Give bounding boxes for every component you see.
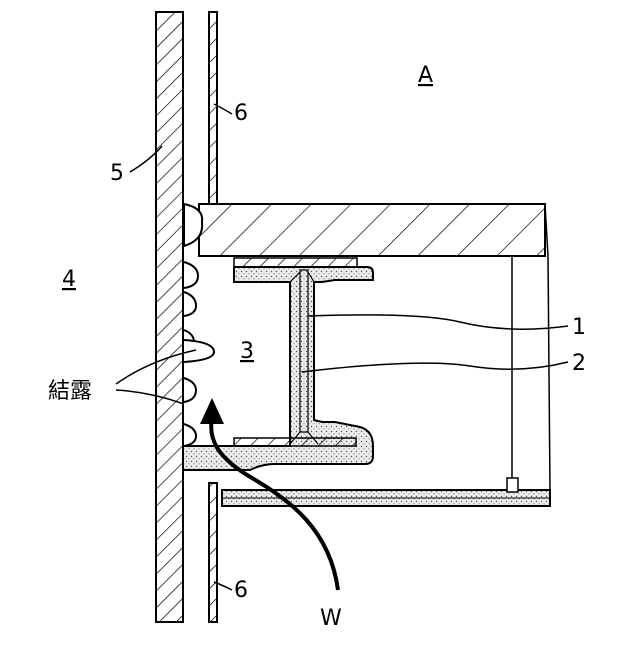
leader-1 — [308, 315, 568, 329]
outer-wall-5 — [156, 12, 183, 622]
floor-slab — [199, 204, 545, 256]
label-wall-5: 5 — [110, 161, 124, 186]
label-part-1: 1 — [572, 315, 586, 340]
beam-top-plate — [234, 258, 357, 267]
label-space-4: 4 — [62, 267, 76, 292]
label-panel-6-top: 6 — [234, 101, 248, 126]
inner-panel-6-lower — [209, 483, 217, 622]
label-space-a: A — [418, 63, 433, 88]
airflow-arrowhead — [200, 398, 224, 424]
label-airflow-w: W — [320, 606, 342, 631]
label-panel-6-bottom: 6 — [234, 578, 248, 603]
hanger-clip — [507, 478, 518, 492]
label-space-3: 3 — [240, 339, 254, 364]
leader-2 — [302, 362, 568, 372]
beam-bottom-plate — [234, 438, 356, 446]
label-condensation: 結露 — [48, 379, 92, 404]
label-part-2: 2 — [572, 351, 586, 376]
inner-panel-6-upper — [209, 12, 217, 204]
